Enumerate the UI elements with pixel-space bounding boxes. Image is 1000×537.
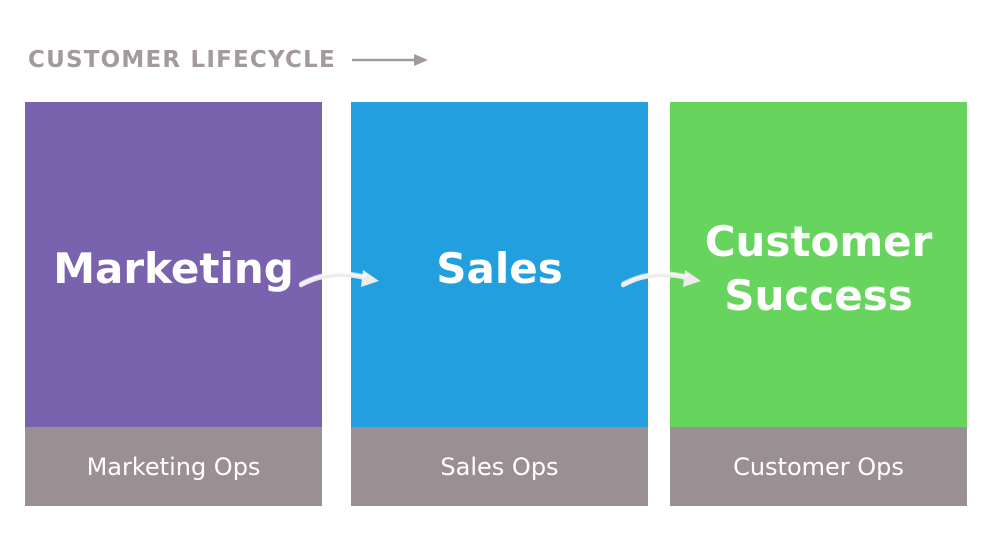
- long-right-arrow-icon: [351, 54, 428, 66]
- stage-customer-success-ops-label: Customer Ops: [733, 452, 904, 481]
- curved-right-arrow-icon: [299, 270, 379, 288]
- stage-marketing-ops-label: Marketing Ops: [86, 452, 261, 481]
- stage-marketing-title: Marketing: [53, 243, 294, 293]
- stage-sales: Sales Sales Ops: [351, 102, 648, 506]
- stage-sales-title: Sales: [436, 243, 563, 293]
- lifecycle-heading: CUSTOMER LIFECYCLE: [28, 44, 428, 76]
- stage-sales-ops-label: Sales Ops: [440, 452, 559, 481]
- lifecycle-heading-text: CUSTOMER LIFECYCLE: [28, 47, 336, 73]
- stage-customer-success-ops: Customer Ops: [670, 427, 967, 506]
- stage-customer-success-title: Customer Success: [704, 216, 933, 320]
- stage-marketing-panel: Marketing: [25, 102, 322, 427]
- stage-customer-success: Customer Success Customer Ops: [670, 102, 967, 506]
- stage-customer-success-panel: Customer Success: [670, 102, 967, 427]
- curved-right-arrow-icon: [621, 270, 701, 288]
- stage-sales-panel: Sales: [351, 102, 648, 427]
- stage-marketing: Marketing Marketing Ops: [25, 102, 322, 506]
- stage-sales-ops: Sales Ops: [351, 427, 648, 506]
- stage-marketing-ops: Marketing Ops: [25, 427, 322, 506]
